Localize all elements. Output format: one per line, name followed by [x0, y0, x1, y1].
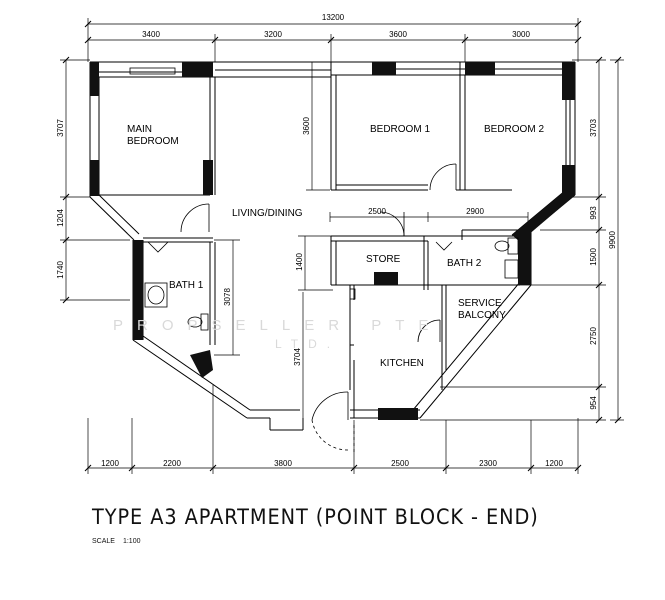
room-service-balcony-line1: SERVICE [458, 298, 502, 309]
dim-right: 954 [589, 396, 598, 410]
dim-bottom: 1200 [101, 459, 119, 468]
walls [89, 61, 576, 431]
dim-top: 3600 [389, 30, 407, 39]
dim-left: 1740 [56, 261, 65, 279]
dimension-ticks [62, 20, 622, 472]
plan-title: TYPE A3 APARTMENT (POINT BLOCK - END) [92, 505, 539, 529]
dim-bottom: 1200 [545, 459, 563, 468]
dim-bath2-width: 2900 [466, 207, 484, 216]
dimension-labels: 13200 3400 3200 3600 3000 1200 2200 3800… [56, 13, 617, 468]
scale-label: SCALE [92, 538, 115, 545]
dim-overall-height: 9900 [608, 231, 617, 249]
dim-bottom: 2500 [391, 459, 409, 468]
dim-store-depth: 1400 [295, 253, 304, 271]
room-bath-1: BATH 1 [169, 280, 204, 291]
dim-top: 3200 [264, 30, 282, 39]
dim-right: 993 [589, 206, 598, 220]
dim-bottom: 2300 [479, 459, 497, 468]
dim-top: 3400 [142, 30, 160, 39]
structural-columns [90, 62, 575, 420]
scale-note: SCALE 1:100 [92, 538, 149, 545]
dim-bottom: 3800 [274, 459, 292, 468]
room-store: STORE [366, 254, 401, 265]
room-main-bedroom-line1: MAIN [127, 124, 152, 135]
dim-top: 3000 [512, 30, 530, 39]
room-bath-2: BATH 2 [447, 258, 482, 269]
room-service-balcony-line2: BALCONY [458, 310, 506, 321]
dim-bed1-depth: 3600 [302, 117, 311, 135]
room-kitchen: KITCHEN [380, 358, 424, 369]
dim-store-width: 2500 [368, 207, 386, 216]
dim-bottom: 2200 [163, 459, 181, 468]
room-main-bedroom-line2: BEDROOM [127, 136, 179, 147]
watermark-line1: PROPSELLER PTE [113, 317, 442, 334]
dim-right: 3703 [589, 119, 598, 137]
sanitary-fixtures [129, 67, 519, 331]
doors [180, 163, 457, 452]
dim-left: 3707 [56, 119, 65, 137]
room-labels: MAIN BEDROOM BEDROOM 1 BEDROOM 2 LIVING/… [127, 124, 544, 369]
room-living-dining: LIVING/DINING [232, 208, 303, 219]
dimension-lines [60, 18, 624, 474]
dim-right: 2750 [589, 327, 598, 345]
dim-left: 1204 [56, 209, 65, 227]
dim-right: 1500 [589, 248, 598, 266]
dim-kitchen-depth: 3704 [293, 348, 302, 366]
dim-overall-width: 13200 [322, 13, 345, 22]
dim-bath1-depth: 3078 [223, 288, 232, 306]
room-bedroom-1: BEDROOM 1 [370, 124, 430, 135]
scale-value: 1:100 [122, 538, 141, 545]
room-bedroom-2: BEDROOM 2 [484, 124, 544, 135]
watermark-line2: LTD. [275, 337, 340, 351]
